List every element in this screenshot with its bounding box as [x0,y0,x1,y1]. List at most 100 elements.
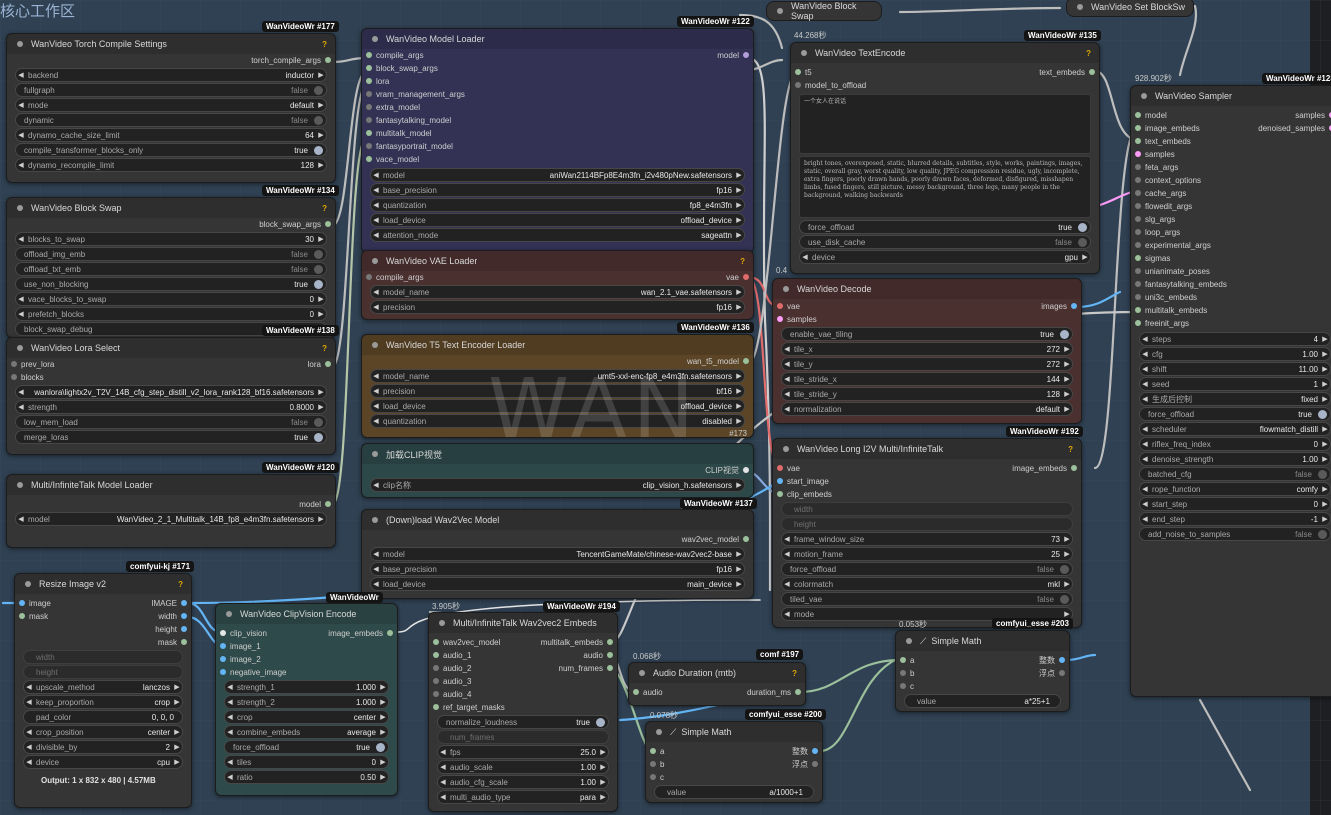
left-arrow-icon[interactable]: ◀ [373,581,379,588]
input-slot-dot[interactable] [1135,112,1141,118]
right-arrow-icon[interactable]: ▶ [318,516,324,523]
input-slot-dot[interactable] [1135,307,1141,313]
left-arrow-icon[interactable]: ◀ [784,551,790,558]
left-arrow-icon[interactable]: ◀ [373,482,379,489]
left-arrow-icon[interactable]: ◀ [440,779,446,786]
input-slot-dot[interactable] [900,683,906,689]
output-slot-dot[interactable] [607,665,613,671]
left-arrow-icon[interactable]: ◀ [227,729,233,736]
left-arrow-icon[interactable]: ◀ [784,406,790,413]
left-arrow-icon[interactable]: ◀ [1142,366,1148,373]
collapse-dot-icon[interactable] [906,638,912,644]
left-arrow-icon[interactable]: ◀ [373,217,379,224]
input-slot-dot[interactable] [795,82,801,88]
height-disabled-widget[interactable]: height [781,517,1073,531]
output-slot-dot[interactable] [1329,112,1331,118]
right-arrow-icon[interactable]: ▶ [174,684,180,691]
output-slot-dot[interactable] [812,761,818,767]
left-arrow-icon[interactable]: ◀ [1142,441,1148,448]
left-arrow-icon[interactable]: ◀ [1142,501,1148,508]
right-arrow-icon[interactable]: ▶ [1064,551,1070,558]
right-arrow-icon[interactable]: ▶ [318,236,324,243]
output-slot-dot[interactable] [181,639,187,645]
right-arrow-icon[interactable]: ▶ [736,551,742,558]
t5-loader-node[interactable]: WanVideo T5 Text Encoder Loader wan_t5_m… [361,334,754,438]
input-slot-dot[interactable] [366,78,372,84]
right-arrow-icon[interactable]: ▶ [1322,396,1328,403]
input-slot-dot[interactable] [777,465,783,471]
left-arrow-icon[interactable]: ◀ [18,389,24,396]
width-disabled-widget[interactable]: width [23,650,183,664]
left-arrow-icon[interactable]: ◀ [1142,516,1148,523]
right-arrow-icon[interactable]: ▶ [318,311,324,318]
left-arrow-icon[interactable]: ◀ [784,361,790,368]
left-arrow-icon[interactable]: ◀ [1142,336,1148,343]
collapse-dot-icon[interactable] [372,342,378,348]
left-arrow-icon[interactable]: ◀ [18,162,24,169]
right-arrow-icon[interactable]: ▶ [736,202,742,209]
right-arrow-icon[interactable]: ▶ [380,699,386,706]
right-arrow-icon[interactable]: ▶ [1064,376,1070,383]
left-arrow-icon[interactable]: ◀ [784,581,790,588]
help-icon[interactable]: ? [1068,444,1073,454]
collapse-dot-icon[interactable] [17,41,23,47]
input-slot-dot[interactable] [220,656,226,662]
wav2vec-loader-node[interactable]: (Down)load Wav2Vec Model wav2vec_model ◀… [361,509,754,599]
output-slot-dot[interactable] [1329,125,1331,131]
right-arrow-icon[interactable]: ▶ [380,759,386,766]
end-step-number[interactable]: ◀end_step-1▶ [1139,512,1331,526]
output-slot-dot[interactable] [743,52,749,58]
input-slot-dot[interactable] [366,65,372,71]
input-slot-dot[interactable] [777,491,783,497]
node-header[interactable]: WanVideo Sampler [1131,86,1331,106]
output-slot-dot[interactable] [325,57,331,63]
input-slot-dot[interactable] [433,639,439,645]
right-arrow-icon[interactable]: ▶ [736,388,742,395]
input-slot-dot[interactable] [366,52,372,58]
left-arrow-icon[interactable]: ◀ [373,388,379,395]
right-arrow-icon[interactable]: ▶ [736,187,742,194]
input-slot-dot[interactable] [366,104,372,110]
node-header[interactable]: 加载CLIP视觉 [362,444,753,464]
node-header[interactable]: WanVideo Decode [773,279,1081,299]
input-slot-dot[interactable] [366,143,372,149]
right-arrow-icon[interactable]: ▶ [1064,346,1070,353]
left-arrow-icon[interactable]: ◀ [26,684,32,691]
right-arrow-icon[interactable]: ▶ [1322,456,1328,463]
collapse-dot-icon[interactable] [783,286,789,292]
right-arrow-icon[interactable]: ▶ [1322,351,1328,358]
collapse-dot-icon[interactable] [1141,93,1147,99]
left-arrow-icon[interactable]: ◀ [784,376,790,383]
right-arrow-icon[interactable]: ▶ [736,172,742,179]
right-arrow-icon[interactable]: ▶ [1322,426,1328,433]
input-slot-dot[interactable] [1135,281,1141,287]
left-arrow-icon[interactable]: ◀ [18,102,24,109]
input-slot-dot[interactable] [1135,268,1141,274]
node-header[interactable]: WanVideo TextEncode? [791,43,1099,63]
help-icon[interactable]: ? [322,39,327,49]
